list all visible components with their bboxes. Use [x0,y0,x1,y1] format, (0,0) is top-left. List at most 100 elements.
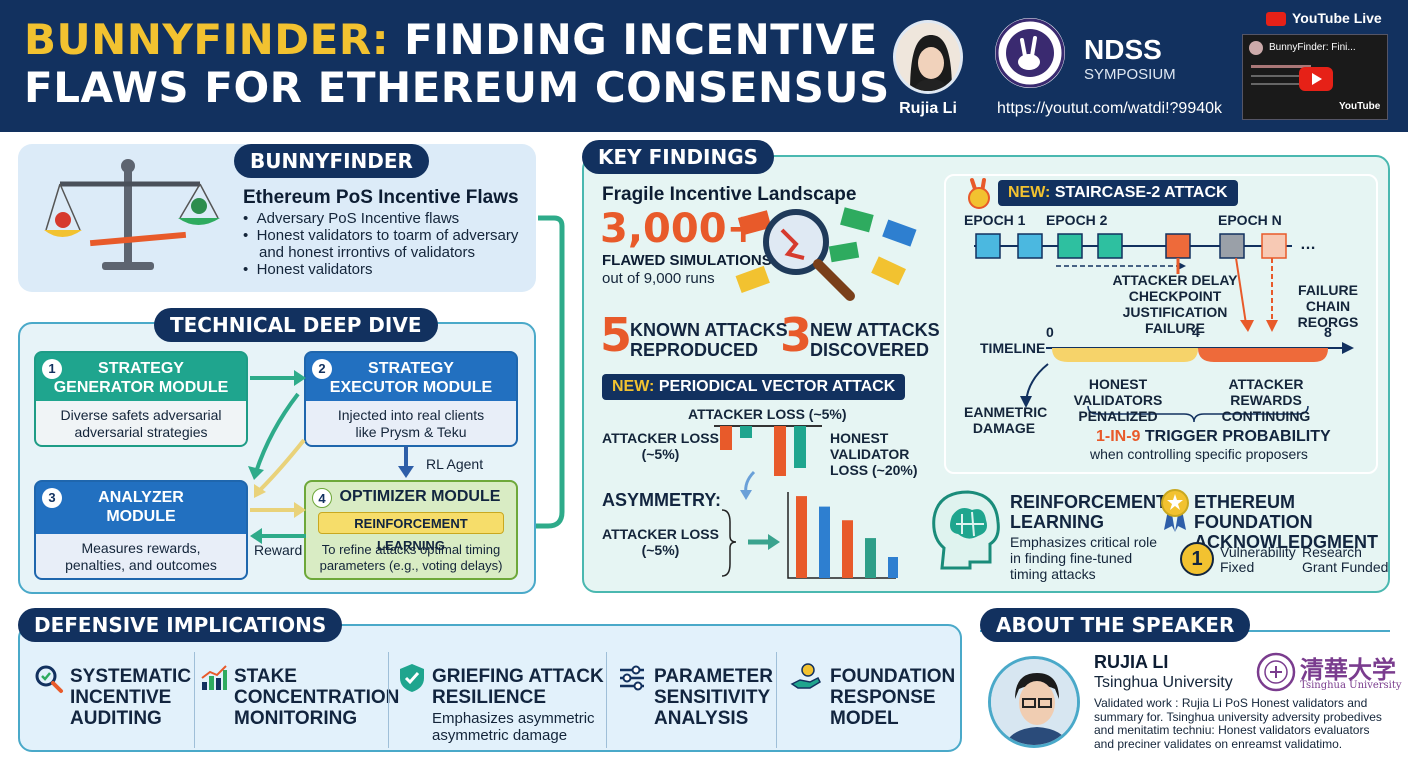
bunnyfinder-bullets: • Adversary PoS Incentive flaws • Honest… [243,210,518,278]
speaker-avatar [893,20,963,94]
thumbnail-title: BunnyFinder: Fini... [1269,42,1356,53]
title-highlight: BUNNYFINDER: [24,15,389,64]
loss-top-label: ATTACKER LOSS (~5%) [688,406,847,422]
about-affiliation: Tsinghua University [1094,674,1233,691]
epoch-ellipsis: … [1300,236,1316,253]
speaker-portrait-icon [991,659,1077,745]
timeline-tick-4: 4 [1192,324,1200,340]
page-title: BUNNYFINDER: FINDING INCENTIVE FLAWS FOR… [24,16,890,112]
about-name: RUJIA LI [1094,652,1169,672]
asymmetry-bar-chart [787,492,898,579]
ndss-logo [995,18,1065,88]
technical-heading: TECHNICAL DEEP DIVE [154,308,438,342]
module-number: 3 [42,488,62,508]
sliders-icon [620,665,644,691]
module-number: 4 [312,488,332,508]
chart-bar [796,496,807,578]
divider [606,652,607,748]
chart-axis [787,492,896,579]
divider [776,652,777,748]
module-number: 2 [312,359,332,379]
bunny-seal-icon [995,18,1065,88]
chart-bar [888,557,898,578]
key-findings-heading: KEY FINDINGS [582,140,775,174]
bullet-item: • Adversary PoS Incentive flaws [243,210,460,227]
flawed-label: FLAWED SIMULATIONS [602,252,772,269]
landscape-title: Fragile Incentive Landscape [602,184,857,205]
runs-label: out of 9,000 runs [602,270,715,287]
ef-badge-number: 1 [1180,542,1214,576]
chart-bar [865,538,876,578]
award-ribbon-icon [1161,489,1189,532]
reinforcement-learning-badge: REINFORCEMENT LEARNING [318,512,504,553]
play-button-icon[interactable] [1299,67,1333,91]
speaker-photo-icon [896,23,960,91]
bullet-item: • Honest validators to toarm of adversar… [243,227,519,244]
flawed-count: 3,000+ [600,206,761,252]
video-thumbnail[interactable]: BunnyFinder: Fini... YouTube [1242,34,1388,120]
hand-coin-icon [790,663,821,689]
chart-bar [842,520,853,578]
youtube-icon [1266,12,1286,26]
asymmetry-label: ASYMMETRY: [602,490,721,510]
known-attacks-count: 5 [600,308,633,362]
staircase-heading: NEW: STAIRCASE-2 ATTACK [998,180,1238,206]
speaker-name-top: Rujia Li [899,100,957,117]
timeline-tick-0: 0 [1046,324,1054,340]
trigger-probability-sub: when controlling specific proposers [1090,446,1308,462]
loss-bars-icon [714,425,822,476]
staircase-box [944,174,1378,474]
speaker-portrait [988,656,1080,748]
video-url-link[interactable]: https://youtut.com/watdi!?9940k [997,100,1223,117]
divider [388,652,389,748]
divider [194,652,195,748]
tsinghua-seal-icon [1256,652,1296,692]
youtube-live-label[interactable]: YouTube Live [1292,10,1382,26]
scales-icon [44,159,220,270]
periodical-attack-heading: NEW: PERIODICAL VECTOR ATTACK [602,374,906,400]
timeline-tick-8: 8 [1324,324,1332,340]
chart-bar [819,506,830,578]
tsinghua-logo-en: Tsinghua University [1300,680,1402,691]
timeline-bar [1020,342,1354,423]
new-attacks-count: 3 [780,308,813,362]
ndss-title: NDSS [1084,34,1162,65]
shield-icon [400,664,424,692]
bunnyfinder-subtitle: Ethereum PoS Incentive Flaws [243,187,519,208]
epoch-2-label: EPOCH 2 [1046,212,1108,228]
search-icon [35,665,63,693]
epoch-1-label: EPOCH 1 [964,212,1026,228]
magnifier-icon [735,207,917,301]
rl-agent-label: RL Agent [426,456,484,472]
brain-head-icon [932,490,1000,570]
title-line-1: FINDING INCENTIVE [404,15,878,64]
reward-label: Reward [254,542,303,558]
optimizer-title: OPTIMIZER MODULE [339,488,501,505]
thumbnail-brand: YouTube [1339,101,1381,112]
epoch-n-label: EPOCH N [1218,212,1282,228]
down-arrow-icon [398,446,414,478]
defensive-heading: DEFENSIVE IMPLICATIONS [18,608,343,642]
about-bio: Validated work : Rujia Li PoS Honest val… [1094,696,1382,751]
title-line-2: FLAWS FOR ETHEREUM CONSENSUS [24,63,890,112]
